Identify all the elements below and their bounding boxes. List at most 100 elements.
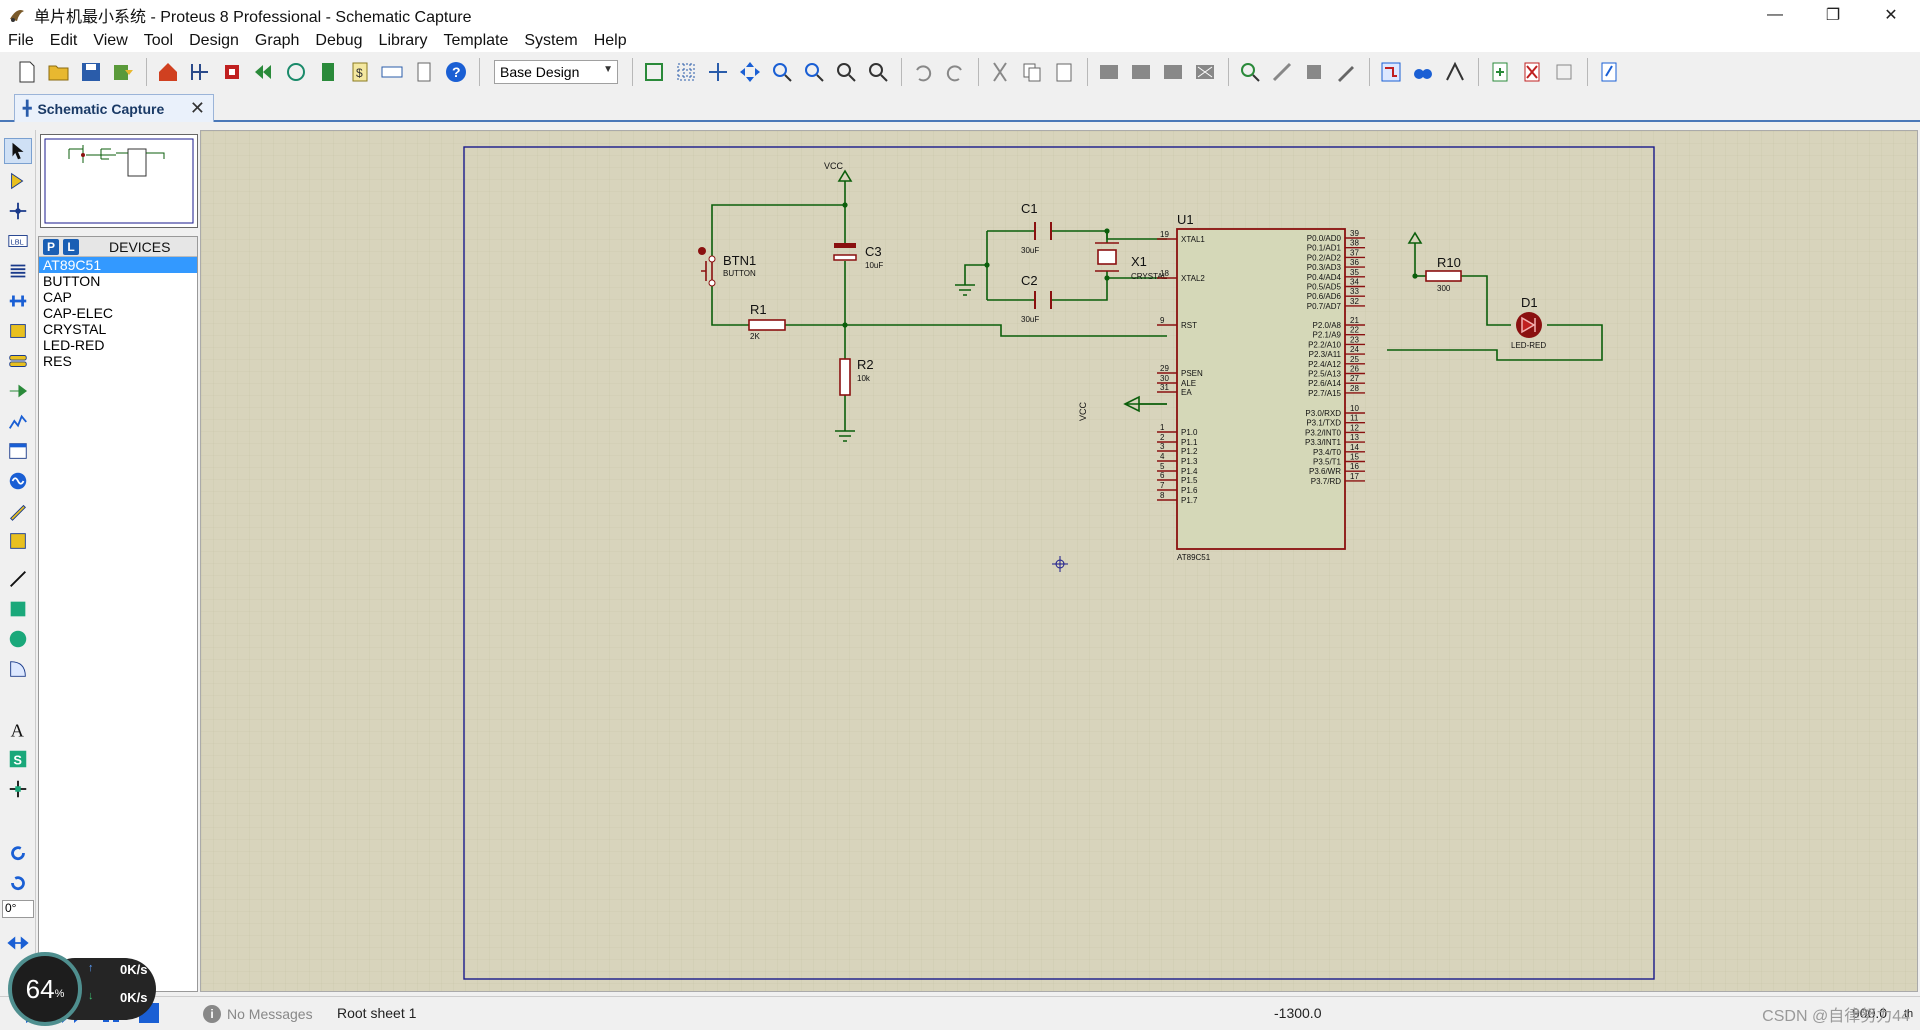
netlist-icon[interactable] (1594, 57, 1624, 87)
d1-led[interactable] (1516, 312, 1542, 338)
menu-design[interactable]: Design (189, 32, 239, 49)
zoom-area-icon[interactable] (863, 57, 893, 87)
restore-button[interactable]: ❐ (1825, 7, 1841, 24)
device-item-res[interactable]: RES (43, 353, 72, 369)
pick-device-icon[interactable] (1235, 57, 1265, 87)
zoom-in-icon[interactable] (767, 57, 797, 87)
circle-tool-icon[interactable] (4, 626, 32, 652)
redo-icon[interactable] (940, 57, 970, 87)
u1-chip-body[interactable] (1176, 228, 1346, 550)
close-tab-icon[interactable]: ✕ (189, 98, 205, 118)
text-tool-icon[interactable]: A (4, 716, 32, 742)
menu-debug[interactable]: Debug (315, 32, 363, 49)
c1-capacitor[interactable] (1034, 222, 1052, 240)
rotation-angle-field[interactable]: 0° (2, 900, 34, 918)
messages-indicator[interactable]: i No Messages (203, 1005, 313, 1023)
wire-autorouter-icon[interactable] (1376, 57, 1406, 87)
marker-tool-icon[interactable] (4, 776, 32, 802)
rotate-anticlockwise-icon[interactable] (4, 870, 32, 896)
tab-schematic-capture[interactable]: ╋ Schematic Capture ✕ (14, 94, 214, 122)
component-mode-icon[interactable] (4, 168, 32, 194)
cost-icon[interactable]: $ (345, 57, 375, 87)
menu-help[interactable]: Help (593, 32, 627, 49)
block-copy-icon[interactable] (1094, 57, 1124, 87)
new-sheet-icon[interactable] (1485, 57, 1515, 87)
device-item-crystal[interactable]: CRYSTAL (43, 321, 107, 337)
grid-toggle-icon[interactable] (671, 57, 701, 87)
junction-dot-icon[interactable] (4, 198, 32, 224)
menu-template[interactable]: Template (443, 32, 509, 49)
search-tag-icon[interactable] (1408, 57, 1438, 87)
graph-mode-icon[interactable] (4, 408, 32, 434)
r2-resistor[interactable] (839, 358, 851, 396)
c2-capacitor[interactable] (1034, 291, 1052, 309)
cut-icon[interactable] (985, 57, 1015, 87)
path-tool-icon[interactable] (4, 686, 32, 712)
make-device-icon[interactable] (1267, 57, 1297, 87)
help-icon[interactable]: ? (441, 57, 471, 87)
virtual-instrument-icon[interactable] (4, 528, 32, 554)
block-move-icon[interactable] (1126, 57, 1156, 87)
rotate-clockwise-icon[interactable] (4, 840, 32, 866)
menu-file[interactable]: File (8, 32, 34, 49)
device-item-cap[interactable]: CAP (43, 289, 72, 305)
property-assign-icon[interactable] (1440, 57, 1470, 87)
line-tool-icon[interactable] (4, 566, 32, 592)
device-pins-icon[interactable] (4, 378, 32, 404)
block-delete-icon[interactable] (1190, 57, 1220, 87)
schematic-icon[interactable] (185, 57, 215, 87)
pcb-icon[interactable] (217, 57, 247, 87)
gerber-icon[interactable] (249, 57, 279, 87)
r1-resistor[interactable] (748, 319, 786, 331)
new-file-icon[interactable] (12, 57, 42, 87)
import-icon[interactable] (108, 57, 138, 87)
buses-icon[interactable] (4, 288, 32, 314)
tape-recorder-icon[interactable] (4, 438, 32, 464)
source-code-icon[interactable] (377, 57, 407, 87)
mirror-horizontal-icon[interactable] (4, 930, 32, 956)
subcircuit-icon[interactable] (4, 318, 32, 344)
remove-sheet-icon[interactable] (1517, 57, 1547, 87)
voltage-probe-icon[interactable] (4, 498, 32, 524)
x1-crystal[interactable] (1095, 242, 1119, 272)
device-item-led-red[interactable]: LED-RED (43, 337, 105, 353)
device-item-at89c51[interactable]: AT89C51 (39, 257, 197, 273)
copy-icon[interactable] (1017, 57, 1047, 87)
menu-tool[interactable]: Tool (143, 32, 174, 49)
selection-mode-icon[interactable] (4, 138, 32, 164)
generator-icon[interactable] (4, 468, 32, 494)
document-icon[interactable] (409, 57, 439, 87)
symbol-tool-icon[interactable]: S (4, 746, 32, 772)
pan-icon[interactable] (735, 57, 765, 87)
home-icon[interactable] (153, 57, 183, 87)
overview-window[interactable] (40, 134, 198, 228)
library-manager-button[interactable]: L (63, 238, 79, 255)
zoom-all-icon[interactable] (831, 57, 861, 87)
paste-icon[interactable] (1049, 57, 1079, 87)
pick-from-library-button[interactable]: P (43, 238, 59, 255)
r10-resistor[interactable] (1425, 270, 1462, 282)
wire-label-icon[interactable]: LBL (4, 228, 32, 254)
device-item-button[interactable]: BUTTON (43, 273, 101, 289)
menu-view[interactable]: View (93, 32, 128, 49)
menu-edit[interactable]: Edit (49, 32, 78, 49)
refresh-icon[interactable] (639, 57, 669, 87)
decompose-icon[interactable] (1331, 57, 1361, 87)
schematic-canvas[interactable]: VCC VCC BTN1 BUTTON C3 10uF R1 2K (200, 130, 1918, 992)
menu-graph[interactable]: Graph (254, 32, 300, 49)
minimize-button[interactable]: — (1767, 6, 1783, 23)
block-rotate-icon[interactable] (1158, 57, 1188, 87)
terminals-icon[interactable] (4, 348, 32, 374)
exit-to-parent-icon[interactable] (1549, 57, 1579, 87)
origin-icon[interactable] (703, 57, 733, 87)
zoom-out-icon[interactable] (799, 57, 829, 87)
menu-system[interactable]: System (524, 32, 578, 49)
open-folder-icon[interactable] (44, 57, 74, 87)
design-variant-select[interactable]: Base Design▼ (494, 60, 618, 84)
save-icon[interactable] (76, 57, 106, 87)
3d-view-icon[interactable] (281, 57, 311, 87)
box-tool-icon[interactable] (4, 596, 32, 622)
text-script-icon[interactable] (4, 258, 32, 284)
bom-icon[interactable] (313, 57, 343, 87)
device-item-cap-elec[interactable]: CAP-ELEC (43, 305, 114, 321)
